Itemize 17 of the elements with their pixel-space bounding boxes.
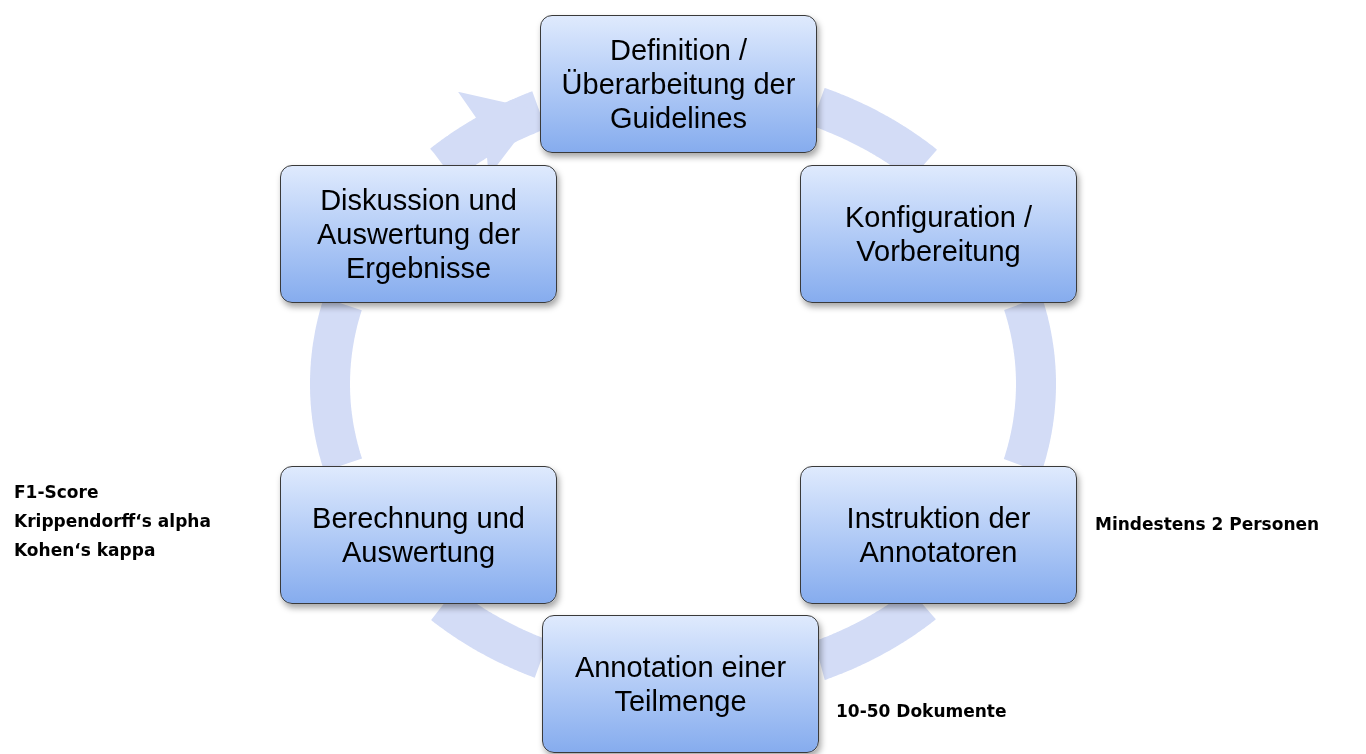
process-box: [800, 466, 1077, 604]
step-label: Annotation einer Teilmenge: [573, 650, 788, 718]
process-box: [800, 165, 1077, 303]
process-box: [540, 15, 817, 153]
step-label: Berechnung und Auswertung: [311, 501, 526, 569]
step-label: Definition / Überarbeitung der Guidelines: [560, 33, 797, 135]
step-label: Konfiguration / Vorbereitung: [844, 200, 1033, 268]
process-box: [542, 615, 819, 753]
process-box: [280, 466, 557, 604]
note-text: Kohen‘s kappa: [14, 539, 157, 562]
process-box: [280, 165, 557, 303]
note-text: Mindestens 2 Personen: [1095, 513, 1320, 536]
step-label: Instruktion der Annotatoren: [845, 501, 1032, 569]
note-text: F1-Score: [14, 481, 100, 504]
note-text: Krippendorff‘s alpha: [14, 510, 211, 533]
step-label: Diskussion und Auswertung der Ergebnisse: [315, 183, 522, 285]
note-text: 10-50 Dokumente: [836, 700, 1007, 723]
